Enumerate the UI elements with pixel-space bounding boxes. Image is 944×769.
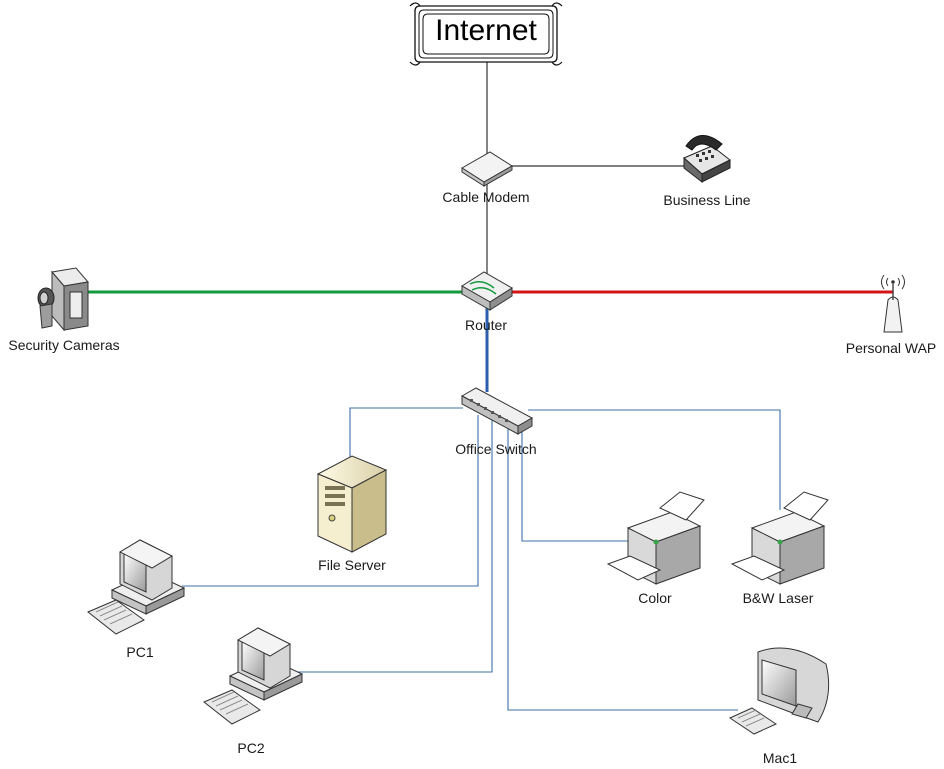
modem-icon	[461, 151, 513, 187]
router-label: Router	[464, 317, 508, 333]
office-switch-label: Office Switch	[455, 441, 537, 457]
switch-icon	[460, 387, 534, 435]
switch-bwlaser-link	[528, 409, 781, 510]
internet-frame	[409, 2, 563, 66]
telephone-icon	[683, 135, 731, 184]
pc1-label: PC1	[126, 644, 154, 660]
switch-pc2-link	[288, 420, 493, 673]
wireless-access-point-icon	[881, 274, 905, 333]
business-line-label: Business Line	[663, 192, 751, 208]
cable-modem-label: Cable Modem	[442, 189, 530, 205]
file-server-label: File Server	[318, 557, 386, 573]
connections	[88, 62, 893, 711]
mac1-label: Mac1	[762, 750, 798, 766]
pc2-label: PC2	[237, 740, 265, 756]
bw-laser-label: B&W Laser	[742, 590, 814, 606]
imac-icon	[728, 647, 830, 735]
personal-wap-label: Personal WAP	[845, 340, 937, 356]
switch-mac1-link	[507, 425, 738, 711]
switch-pc1-link	[182, 415, 479, 587]
pc2-desktop-icon	[203, 627, 304, 725]
switch-fileserver-link	[349, 407, 463, 458]
color-printer-icon	[606, 491, 705, 585]
internet-title: Internet	[435, 14, 537, 47]
color-printer-label: Color	[638, 590, 672, 606]
router-icon	[461, 271, 513, 311]
video-camera-icon	[37, 267, 89, 332]
pc1-desktop-icon	[87, 539, 186, 635]
security-cameras-label: Security Cameras	[8, 337, 120, 353]
lan-links	[182, 407, 781, 711]
server-icon	[316, 455, 388, 553]
switch-color-link	[521, 425, 628, 542]
bw-laser-printer-icon	[730, 491, 829, 585]
